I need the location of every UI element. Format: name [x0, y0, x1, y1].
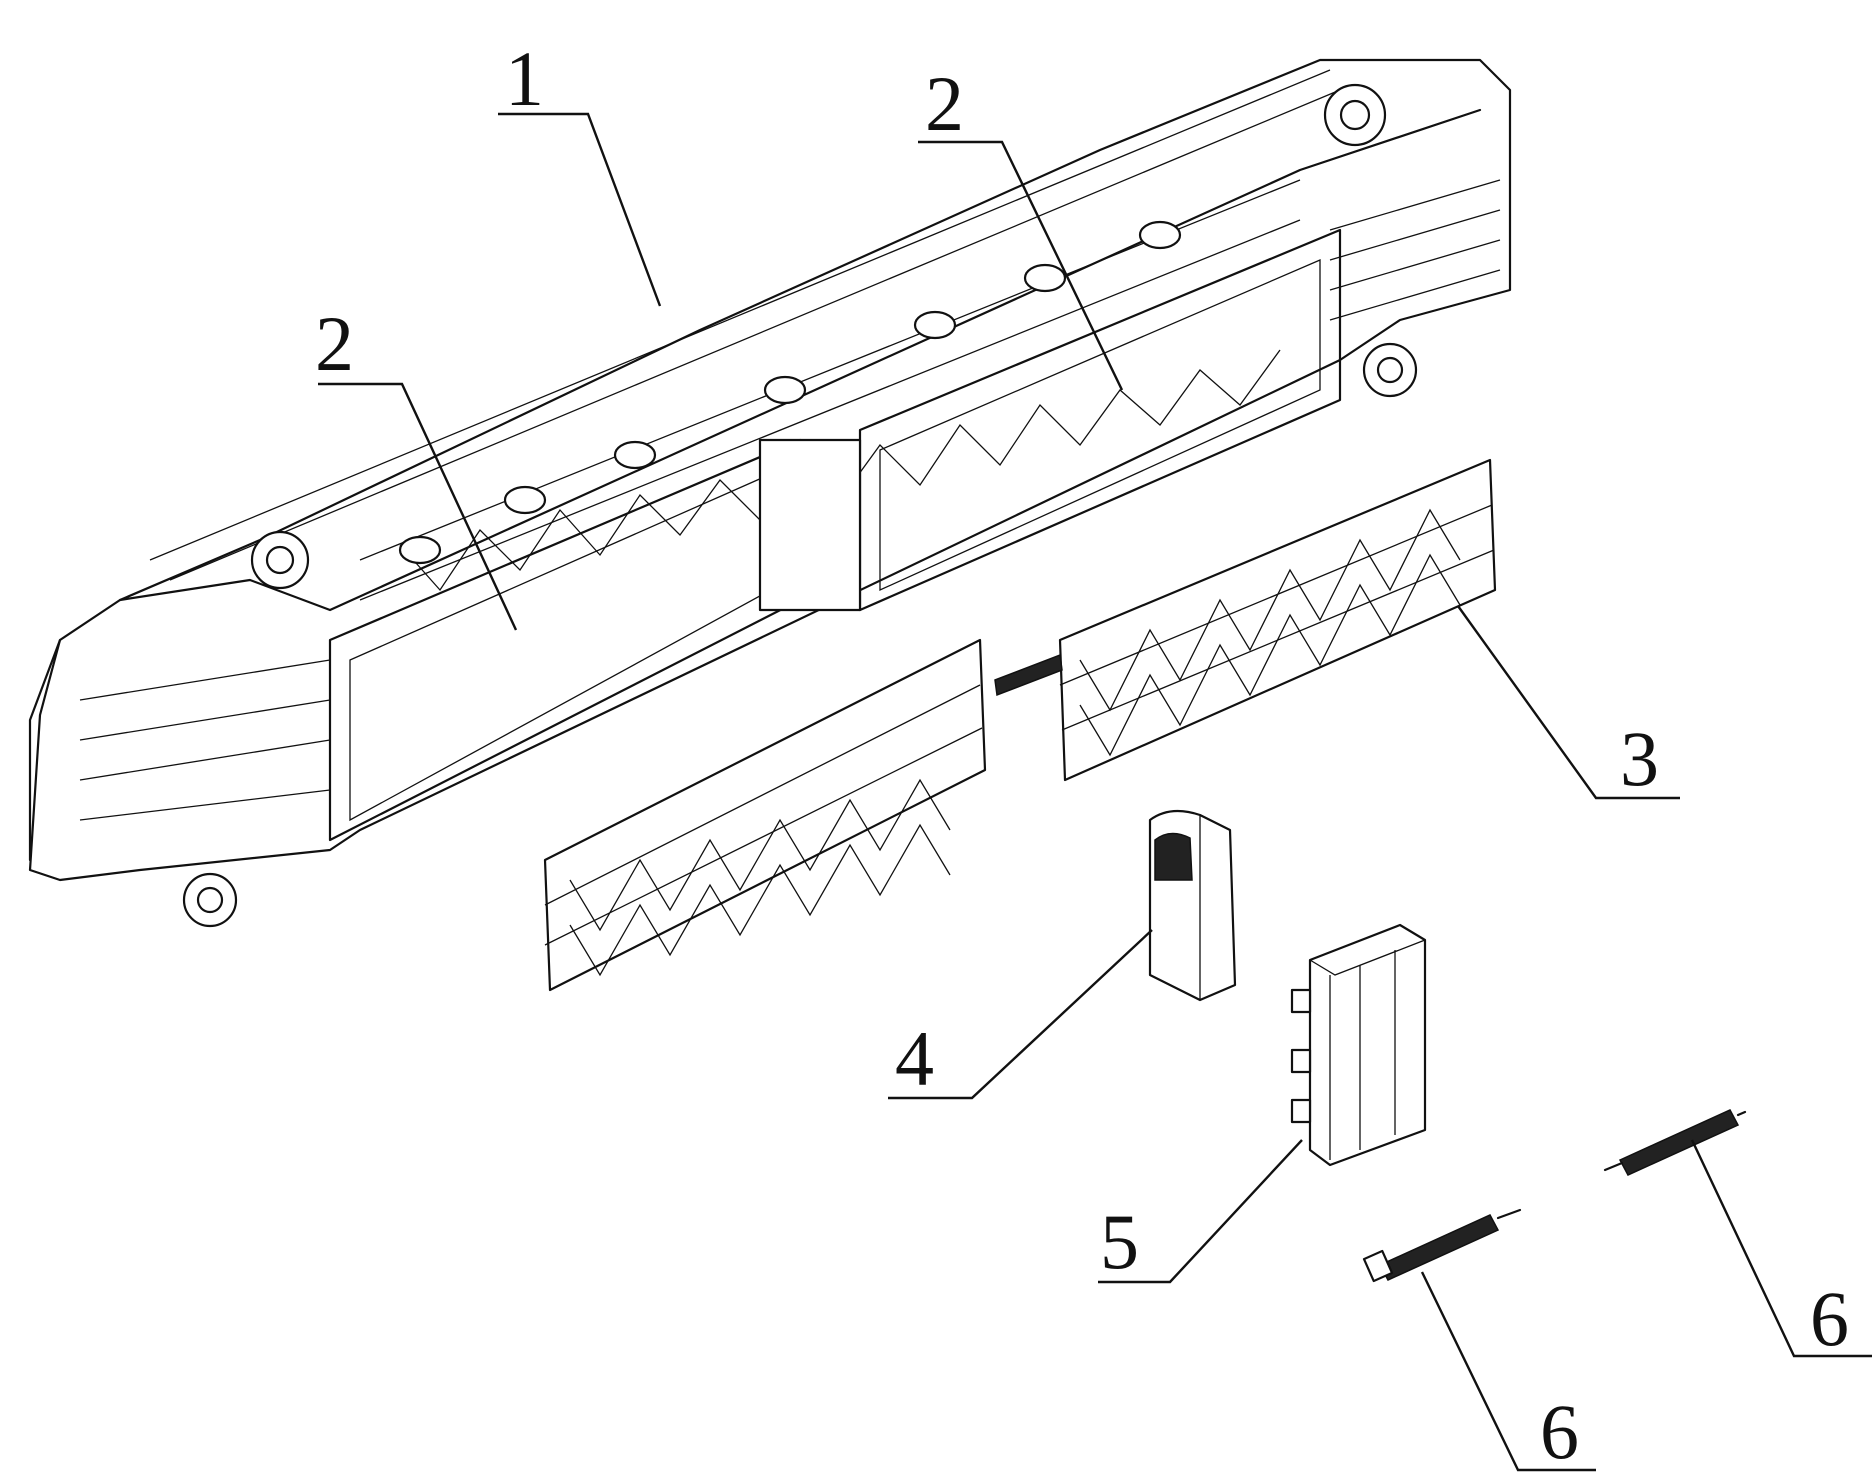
svg-text:6: 6 [1810, 1275, 1849, 1362]
part-4-actuator [1150, 811, 1235, 1000]
label-5: 5 [1098, 1140, 1302, 1285]
label-3: 3 [1458, 606, 1680, 802]
label-1: 1 [498, 35, 660, 306]
svg-text:3: 3 [1620, 715, 1659, 802]
label-6-right: 6 [1692, 1140, 1872, 1362]
svg-text:2: 2 [925, 60, 964, 147]
part-6-springs [1364, 1110, 1745, 1281]
part-5-bracket [1292, 925, 1425, 1165]
label-4: 4 [888, 930, 1152, 1102]
svg-text:2: 2 [315, 300, 354, 387]
svg-text:4: 4 [895, 1015, 934, 1102]
svg-text:5: 5 [1100, 1198, 1139, 1285]
svg-text:6: 6 [1540, 1388, 1579, 1475]
svg-text:1: 1 [505, 35, 544, 122]
label-6-lower: 6 [1422, 1272, 1596, 1475]
